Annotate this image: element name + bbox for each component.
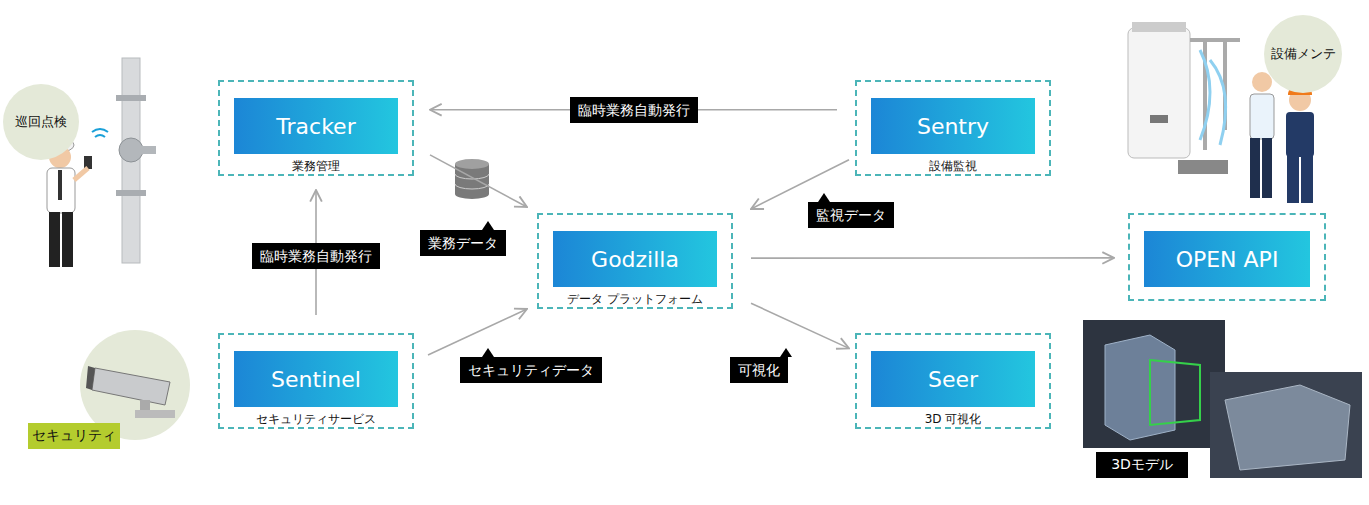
service-box: Sentinel セキュリティサービス — [218, 333, 414, 429]
caption-tag: 3Dモデル — [1096, 452, 1188, 478]
title-bar: Sentry — [871, 98, 1035, 154]
service-name: OPEN API — [1176, 247, 1279, 272]
flow-arrow — [751, 257, 1114, 259]
edge-label: 臨時業務自動発行 — [252, 243, 380, 269]
service-subtitle: 3D 可視化 — [857, 411, 1049, 428]
callout-pointer — [482, 348, 494, 357]
role-circle: 設備メンテ — [1264, 15, 1342, 93]
node-text: 巡回点検 — [15, 113, 67, 131]
service-subtitle: セキュリティサービス — [220, 411, 412, 428]
edge-label: 可視化 — [730, 357, 788, 383]
flow-arrow — [430, 155, 527, 207]
edge-label: セキュリティデータ — [460, 357, 602, 383]
service-name: Seer — [928, 367, 978, 392]
flow-arrow — [428, 309, 527, 355]
edge-label: 臨時業務自動発行 — [570, 97, 698, 123]
title-bar: Godzilla — [553, 231, 717, 287]
callout-pointer — [482, 221, 494, 230]
service-box: OPEN API — [1128, 213, 1326, 301]
service-subtitle: 業務管理 — [220, 158, 412, 175]
edge-label: 業務データ — [420, 230, 506, 256]
service-name: Tracker — [276, 114, 355, 139]
title-bar: Sentinel — [234, 351, 398, 407]
service-name: Sentry — [917, 114, 989, 139]
pipe — [116, 58, 156, 263]
service-name: Sentinel — [271, 367, 361, 392]
caption-tag: セキュリティ — [28, 423, 120, 449]
service-box: Sentry 設備監視 — [855, 80, 1051, 176]
service-box: Seer 3D 可視化 — [855, 333, 1051, 429]
node-text: セキュリティ — [32, 427, 116, 445]
boiler-illustration — [1128, 22, 1240, 174]
role-circle: 巡回点検 — [3, 84, 79, 160]
title-bar: OPEN API — [1144, 231, 1310, 287]
title-bar: Tracker — [234, 98, 398, 154]
service-subtitle: 設備監視 — [857, 158, 1049, 175]
callout-pointer — [818, 193, 830, 202]
node-text: 3Dモデル — [1111, 456, 1173, 474]
service-box: Tracker 業務管理 — [218, 80, 414, 176]
flow-arrow — [751, 303, 849, 348]
service-box: Godzilla データ プラットフォーム — [537, 213, 733, 309]
callout-pointer — [780, 348, 792, 357]
node-text: 設備メンテ — [1271, 45, 1336, 63]
3d-model-images — [1083, 320, 1362, 478]
database-icon — [455, 159, 489, 199]
service-name: Godzilla — [591, 247, 679, 272]
edge-label: 監視データ — [808, 202, 894, 228]
title-bar: Seer — [871, 351, 1035, 407]
service-subtitle: データ プラットフォーム — [539, 291, 731, 308]
camera-icon — [86, 366, 175, 418]
